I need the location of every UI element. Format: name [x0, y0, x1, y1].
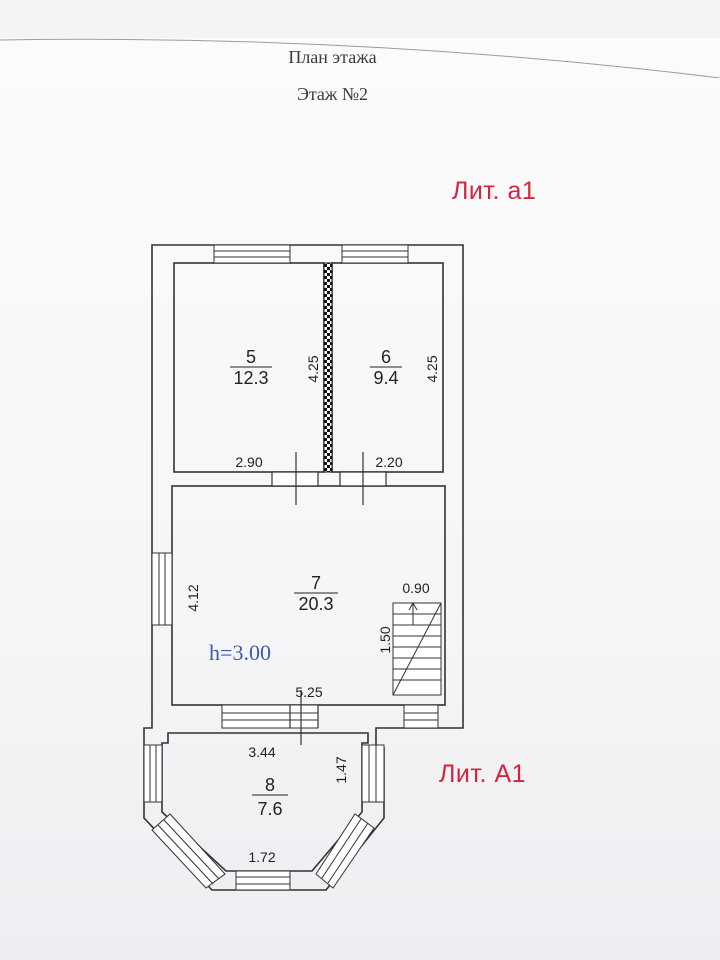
dim-room8-bottom: 1.72 [248, 849, 275, 865]
room-6: 6 9.4 [370, 347, 402, 388]
dim-room7-width: 5.25 [295, 684, 322, 700]
dim-room8-side: 1.47 [333, 756, 349, 783]
document-sheet [0, 38, 720, 960]
window-room7-left [151, 552, 173, 626]
lit-label-lower: Лит. А1 [439, 760, 527, 788]
lit-label-upper: Лит. а1 [452, 177, 537, 205]
room-area: 20.3 [298, 594, 333, 614]
dim-room6-height: 4.25 [424, 355, 440, 382]
window-room8-diag-right [315, 813, 375, 889]
dim-room8-width: 3.44 [248, 744, 275, 760]
window-room7-bottom-right [403, 704, 439, 729]
window-room8-left [143, 744, 163, 803]
window-room5-top [213, 244, 291, 264]
dim-stair-length: 1.50 [377, 626, 393, 653]
window-room6-top [341, 244, 409, 264]
sheet-edge [0, 38, 720, 78]
dim-room7-height: 4.12 [185, 584, 201, 611]
doors [271, 452, 387, 745]
room-area: 7.6 [257, 799, 282, 819]
windows [143, 244, 439, 891]
window-room8-diag-left [151, 813, 226, 889]
ceiling-height: h=3.00 [209, 640, 271, 665]
dim-room5-width: 2.90 [235, 454, 262, 470]
room-area: 12.3 [233, 368, 268, 388]
window-room8-right [361, 744, 385, 803]
page-subtitle: Этаж №2 [296, 84, 369, 104]
room-number: 6 [381, 347, 391, 367]
room-number: 7 [311, 573, 321, 593]
room-5: 5 12.3 [230, 347, 272, 388]
room-7: 7 20.3 [294, 573, 338, 614]
walls [143, 244, 464, 891]
room-8: 8 7.6 [252, 775, 288, 819]
dim-room6-width: 2.20 [375, 454, 402, 470]
dim-room5-height: 4.25 [305, 355, 321, 382]
partition-wall [323, 262, 333, 473]
staircase [392, 601, 442, 696]
window-room7-bottom-left [221, 704, 319, 729]
room-number: 8 [265, 775, 275, 795]
dim-stair-width: 0.90 [402, 580, 429, 596]
room-area: 9.4 [373, 368, 398, 388]
window-room8-bottom [235, 870, 291, 891]
room-number: 5 [246, 347, 256, 367]
page-title: План этажа [288, 47, 377, 67]
